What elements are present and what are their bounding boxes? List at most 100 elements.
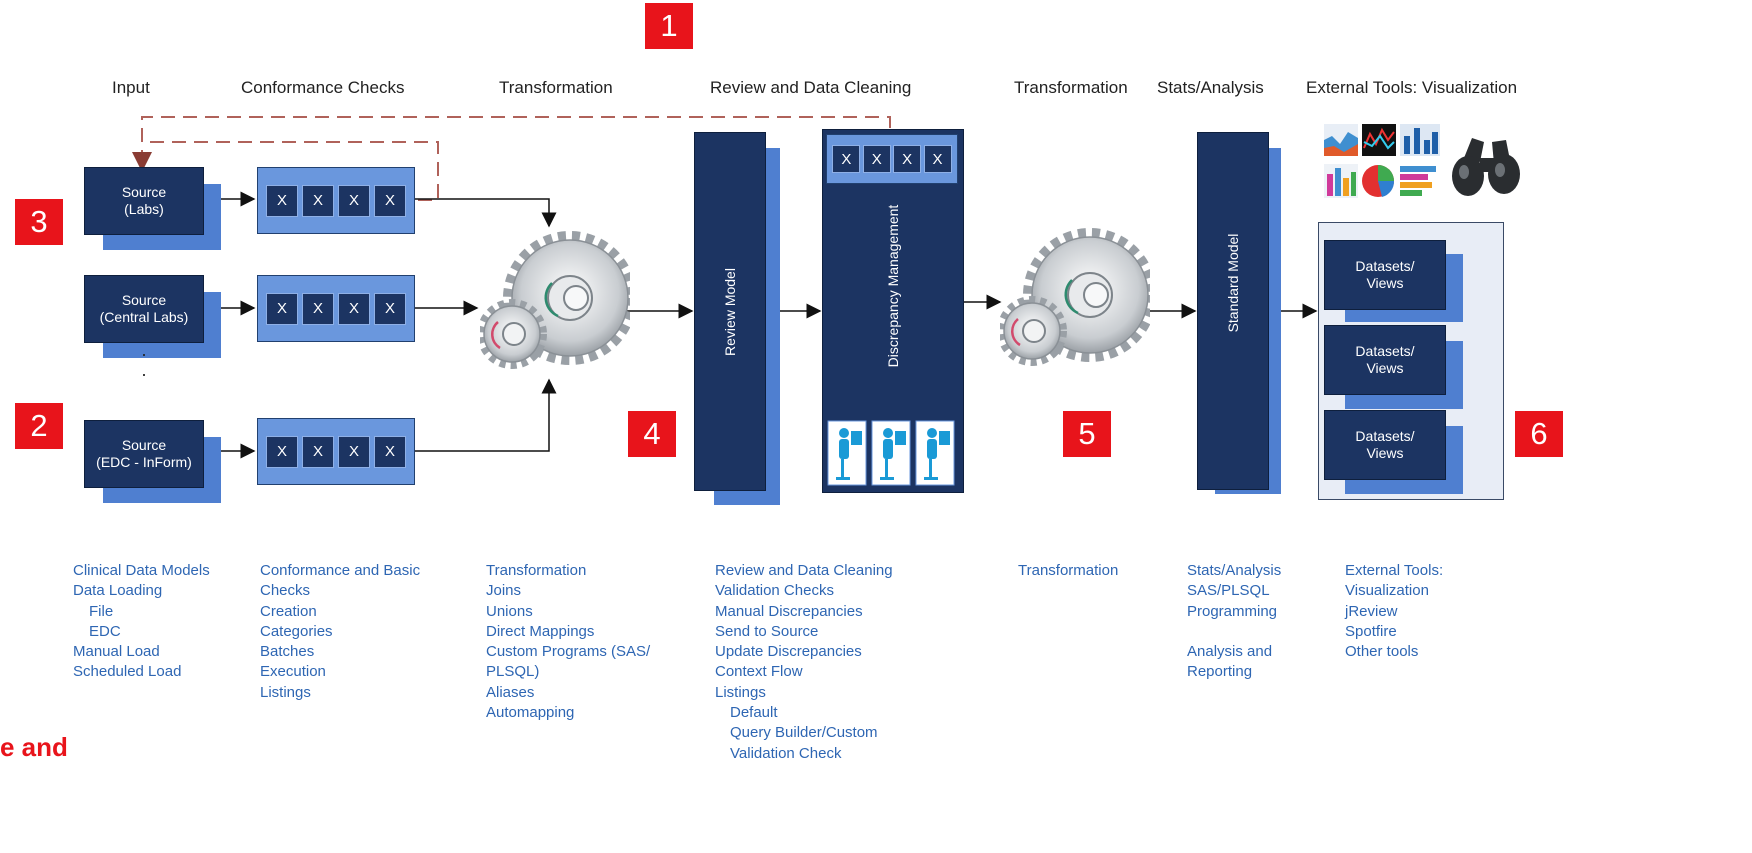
conformance-features-list: Conformance and Basic Checks Creation Ca… bbox=[260, 561, 420, 703]
list-item: Update Discrepancies bbox=[715, 643, 862, 661]
list-item: Joins bbox=[486, 582, 522, 600]
ellipsis-dot: · bbox=[141, 344, 147, 364]
review-model-box: Review Model bbox=[694, 132, 766, 491]
conformance-checks-central-labs: X X X X bbox=[257, 275, 415, 342]
check-x: X bbox=[266, 435, 298, 468]
list-item: Review and Data Cleaning bbox=[715, 562, 893, 579]
ellipsis-dot: · bbox=[141, 364, 147, 384]
conformance-checks-edc: X X X X bbox=[257, 418, 415, 485]
check-x: X bbox=[893, 145, 922, 173]
review-features-list: Review and Data Cleaning Validation Chec… bbox=[715, 561, 893, 764]
datasets-views-box: Datasets/ Views bbox=[1324, 240, 1446, 310]
check-x: X bbox=[302, 292, 334, 325]
list-item: Visualization bbox=[1345, 582, 1429, 600]
list-item: Analysis and bbox=[1187, 643, 1273, 661]
discrepancy-checks: X X X X bbox=[826, 134, 958, 184]
list-item: Validation Check bbox=[730, 744, 842, 762]
badge-4: 4 bbox=[628, 411, 676, 457]
check-x: X bbox=[338, 292, 370, 325]
external-features-list: External Tools: Visualization jReview Sp… bbox=[1345, 561, 1443, 662]
list-item: Transformation bbox=[486, 562, 587, 579]
corner-caption: e and bbox=[0, 732, 68, 762]
review-model-label: Review Model bbox=[722, 267, 738, 356]
gear-icon bbox=[1000, 228, 1150, 366]
check-x: X bbox=[338, 184, 370, 217]
header-external-tools: External Tools: Visualization bbox=[1306, 78, 1518, 97]
list-item: jReview bbox=[1345, 602, 1398, 620]
list-item: Conformance and Basic bbox=[260, 562, 421, 579]
list-item: Context Flow bbox=[715, 663, 803, 681]
header-transformation-2: Transformation bbox=[1014, 78, 1128, 97]
standard-model-label: Standard Model bbox=[1225, 233, 1241, 332]
list-item: Custom Programs (SAS/ bbox=[486, 643, 651, 661]
list-item: Query Builder/Custom bbox=[730, 724, 878, 742]
check-x: X bbox=[374, 184, 406, 217]
list-item: Spotfire bbox=[1345, 622, 1397, 640]
list-item: Transformation bbox=[1018, 562, 1119, 579]
list-item: Send to Source bbox=[715, 622, 819, 640]
list-item: Scheduled Load bbox=[73, 663, 182, 681]
badge-2: 2 bbox=[15, 403, 63, 449]
list-item: File bbox=[89, 602, 114, 620]
badge-6: 6 bbox=[1515, 411, 1563, 457]
list-item: Checks bbox=[260, 582, 311, 600]
list-item: Unions bbox=[486, 602, 533, 620]
check-x: X bbox=[374, 435, 406, 468]
list-item: Listings bbox=[260, 683, 311, 701]
list-item: Automapping bbox=[486, 704, 575, 722]
list-item: Programming bbox=[1187, 602, 1278, 620]
chart-collage-icon bbox=[1324, 124, 1440, 198]
binoculars-icon bbox=[1452, 138, 1520, 196]
person-at-computer-icon bbox=[827, 420, 955, 486]
list-item: Manual Load bbox=[73, 643, 160, 661]
check-x: X bbox=[923, 145, 952, 173]
list-item: EDC bbox=[89, 622, 121, 640]
list-item: Stats/Analysis bbox=[1187, 562, 1282, 579]
list-item: PLSQL) bbox=[486, 663, 540, 681]
list-item: Categories bbox=[260, 622, 333, 640]
check-x: X bbox=[266, 184, 298, 217]
check-x: X bbox=[374, 292, 406, 325]
source-central-labs: Source (Central Labs) bbox=[84, 275, 204, 343]
badge-1: 1 bbox=[645, 3, 693, 49]
conformance-checks-labs: X X X X bbox=[257, 167, 415, 234]
list-item: Default bbox=[730, 704, 778, 722]
standard-model-box: Standard Model bbox=[1197, 132, 1269, 490]
list-item: Other tools bbox=[1345, 643, 1419, 661]
transformation-features-list: Transformation Joins Unions Direct Mappi… bbox=[486, 561, 650, 723]
badge-5: 5 bbox=[1063, 411, 1111, 457]
badge-3: 3 bbox=[15, 199, 63, 245]
check-x: X bbox=[302, 435, 334, 468]
gear-icon bbox=[480, 231, 630, 369]
list-item: External Tools: bbox=[1345, 562, 1444, 579]
list-item: Batches bbox=[260, 643, 315, 661]
header-transformation: Transformation bbox=[499, 78, 613, 97]
discrepancy-management-label: Discrepancy Management bbox=[885, 204, 901, 367]
list-item: Aliases bbox=[486, 683, 535, 701]
list-item: Reporting bbox=[1187, 663, 1253, 681]
source-edc-inform: Source (EDC - InForm) bbox=[84, 420, 204, 488]
list-item: Data Loading bbox=[73, 582, 163, 600]
header-conformance-checks: Conformance Checks bbox=[241, 78, 405, 97]
list-item: Validation Checks bbox=[715, 582, 834, 600]
datasets-views-box: Datasets/ Views bbox=[1324, 325, 1446, 395]
list-item: SAS/PLSQL bbox=[1187, 582, 1270, 600]
check-x: X bbox=[338, 435, 370, 468]
header-review-data-cleaning: Review and Data Cleaning bbox=[710, 78, 912, 97]
list-item: Manual Discrepancies bbox=[715, 602, 863, 620]
list-item: Direct Mappings bbox=[486, 622, 595, 640]
list-item: Clinical Data Models bbox=[73, 562, 210, 579]
stats-features-list: Stats/Analysis SAS/PLSQL Programming Ana… bbox=[1187, 561, 1281, 683]
source-labs: Source (Labs) bbox=[84, 167, 204, 235]
check-x: X bbox=[302, 184, 334, 217]
input-features-list: Clinical Data Models Data Loading File E… bbox=[73, 561, 210, 683]
check-x: X bbox=[862, 145, 891, 173]
check-x: X bbox=[266, 292, 298, 325]
list-item: Execution bbox=[260, 663, 326, 681]
transformation2-features-list: Transformation bbox=[1018, 561, 1118, 581]
header-input: Input bbox=[112, 78, 150, 97]
check-x: X bbox=[832, 145, 861, 173]
list-item bbox=[1187, 622, 1281, 642]
list-item: Listings bbox=[715, 683, 766, 701]
list-item: Creation bbox=[260, 602, 317, 620]
